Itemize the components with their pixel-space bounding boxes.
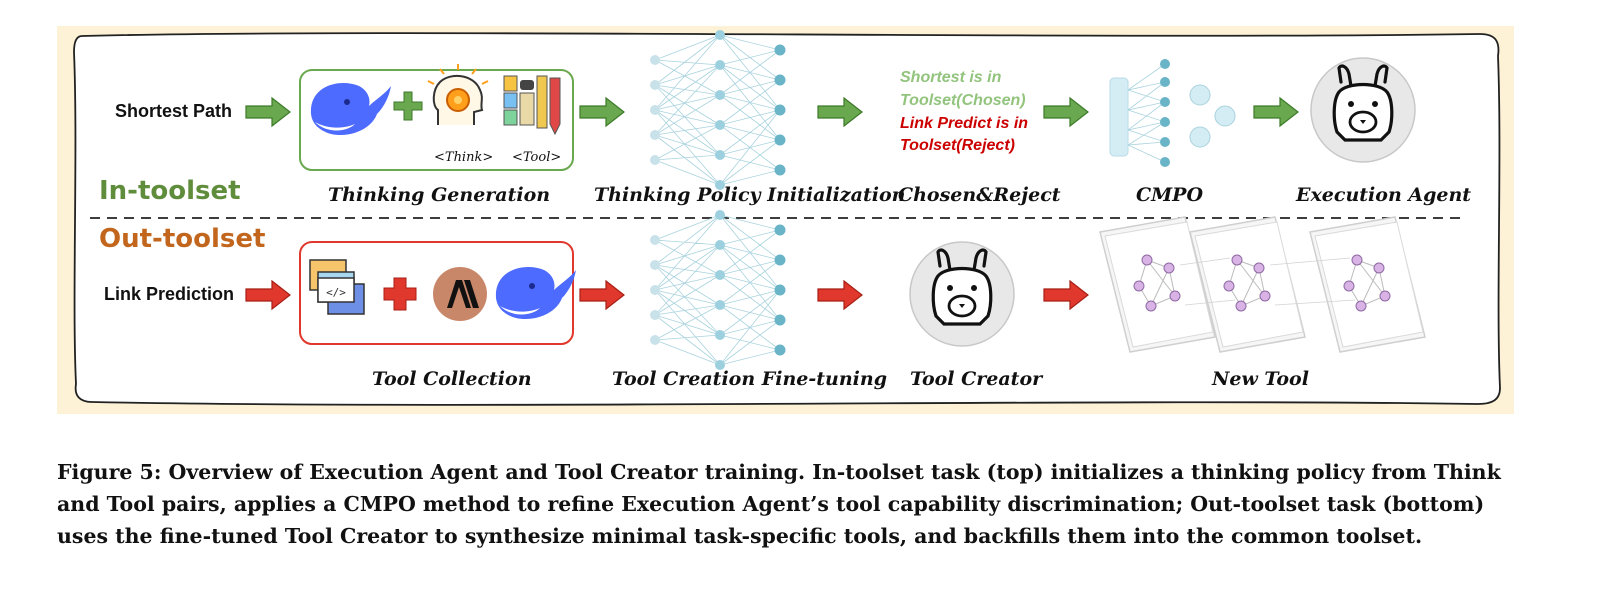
in-toolset-title: In-toolset	[99, 176, 241, 206]
stage-tool-creation-fine-tuning: Tool Creation Fine-tuning	[612, 368, 887, 390]
chosen-line-1: Shortest is in	[900, 69, 1002, 86]
stage-thinking-policy-initialization: Thinking Policy Initialization	[594, 184, 906, 206]
reject-line-1: Link Predict is in	[900, 115, 1029, 132]
think-tag: <Think>	[434, 150, 494, 165]
figure: </> Shortest Path <Think> <Tool> Shortes…	[57, 26, 1514, 414]
stage-new-tool: New Tool	[1212, 368, 1309, 390]
llama-icon	[1309, 56, 1417, 164]
chosen-line-2: Toolset(Chosen)	[900, 92, 1026, 109]
reject-line-2: Toolset(Reject)	[900, 137, 1015, 154]
graph-card-icon	[1099, 216, 1426, 353]
caption-line: Figure 5: Overview of Execution Agent an…	[57, 460, 1501, 484]
thinking-head-icon	[427, 64, 489, 125]
anthropic-icon	[433, 267, 487, 321]
caption-line: uses the fine-tuned Tool Creator to synt…	[57, 524, 1423, 548]
figure-canvas: </>	[57, 26, 1514, 414]
out-toolset-input-label: Link Prediction	[104, 284, 235, 304]
plus-icon	[393, 91, 423, 121]
stage-tool-creator: Tool Creator	[910, 368, 1043, 390]
plus-icon	[383, 277, 417, 311]
in-toolset-input-label: Shortest Path	[115, 101, 233, 121]
figure-caption: Figure 5: Overview of Execution Agent an…	[57, 456, 1577, 552]
tool-tag: <Tool>	[512, 150, 562, 165]
toolbox-icon	[503, 75, 561, 136]
llama-icon	[908, 240, 1016, 348]
code-window-icon: </>	[309, 259, 365, 315]
out-toolset-title: Out-toolset	[99, 224, 266, 254]
stage-chosen-reject: Chosen&Reject	[898, 184, 1061, 206]
panel-outline	[73, 32, 1501, 406]
stage-execution-agent: Execution Agent	[1296, 184, 1472, 206]
caption-line: and Tool pairs, applies a CMPO method to…	[57, 492, 1485, 516]
stage-tool-collection: Tool Collection	[372, 368, 532, 390]
stage-cmpo: CMPO	[1136, 184, 1203, 206]
svg-text:</>: </>	[326, 286, 346, 299]
stage-thinking-generation: Thinking Generation	[328, 184, 551, 206]
cmpo-network-icon	[1109, 59, 1236, 167]
